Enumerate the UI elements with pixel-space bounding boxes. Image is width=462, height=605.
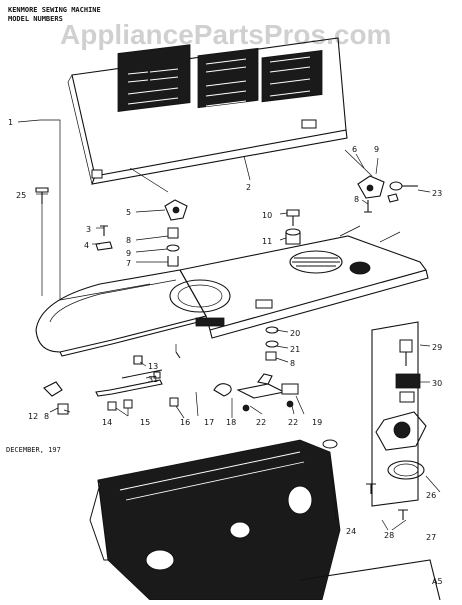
callout-8-b: 8 — [354, 195, 359, 204]
callout-4: 4 — [84, 241, 89, 250]
callout-26: 26 — [426, 491, 436, 500]
callout-24: 24 — [346, 527, 356, 536]
callout-2: 2 — [246, 183, 251, 192]
bracket-part-6 — [344, 149, 399, 213]
callout-14: 14 — [102, 418, 112, 427]
leader-lines — [17, 119, 441, 531]
callout-11: 11 — [262, 237, 272, 246]
small-parts-3-4 — [95, 225, 113, 251]
center-small-parts — [213, 326, 299, 412]
callout-10: 10 — [262, 211, 272, 220]
bracket-part-5 — [129, 167, 188, 221]
callout-21: 21 — [290, 345, 300, 354]
callout-23: 23 — [432, 189, 442, 198]
callout-13: 13 — [148, 362, 158, 371]
callout-15: 15 — [140, 418, 150, 427]
callout-7: 7 — [126, 259, 131, 268]
callout-27: 27 — [426, 533, 436, 542]
top-cover-part-1 — [35, 269, 207, 357]
callout-22-a: 22 — [256, 418, 266, 427]
screw-part-23 — [389, 181, 418, 191]
hook-assembly — [366, 321, 427, 520]
screw-part-25 — [35, 187, 49, 296]
stitch-panel-part — [67, 37, 348, 185]
bed-plate — [169, 225, 429, 339]
callout-12: 12 — [28, 412, 38, 421]
callout-30: 30 — [432, 379, 442, 388]
callout-8-c: 8 — [290, 359, 295, 368]
callout-8-a: 8 — [126, 236, 131, 245]
callout-6: 6 — [352, 145, 357, 154]
date-note: DECEMBER, 197 — [6, 446, 61, 454]
screw-part-10 — [285, 209, 301, 245]
left-small-parts — [43, 351, 181, 415]
callout-20: 20 — [290, 329, 300, 338]
callout-31: 31 — [148, 375, 158, 384]
screw-stack-left — [166, 227, 180, 267]
callout-5: 5 — [126, 208, 131, 217]
callout-16: 16 — [180, 418, 190, 427]
header-subtitle: MODEL NUMBERS — [8, 15, 63, 23]
callout-9-b: 9 — [374, 145, 379, 154]
page-code: A5 — [432, 577, 443, 586]
callout-17: 17 — [204, 418, 214, 427]
callout-8-d: 8 — [44, 412, 49, 421]
callout-18: 18 — [226, 418, 236, 427]
callout-1: 1 — [8, 118, 13, 127]
watermark: AppliancePartsPros.com — [60, 19, 391, 50]
callout-19: 19 — [312, 418, 322, 427]
machine-base-casting — [89, 439, 441, 601]
callout-labels: 1 2 3 4 5 6 7 8 8 8 8 9 9 10 11 12 13 14… — [8, 118, 442, 542]
callout-9-a: 9 — [126, 249, 131, 258]
callout-25: 25 — [16, 191, 26, 200]
callout-28: 28 — [384, 531, 394, 540]
callout-22-b: 22 — [288, 418, 298, 427]
callout-29: 29 — [432, 343, 442, 352]
header-title: KENMORE SEWING MACHINE — [8, 6, 101, 14]
callout-3: 3 — [86, 225, 91, 234]
